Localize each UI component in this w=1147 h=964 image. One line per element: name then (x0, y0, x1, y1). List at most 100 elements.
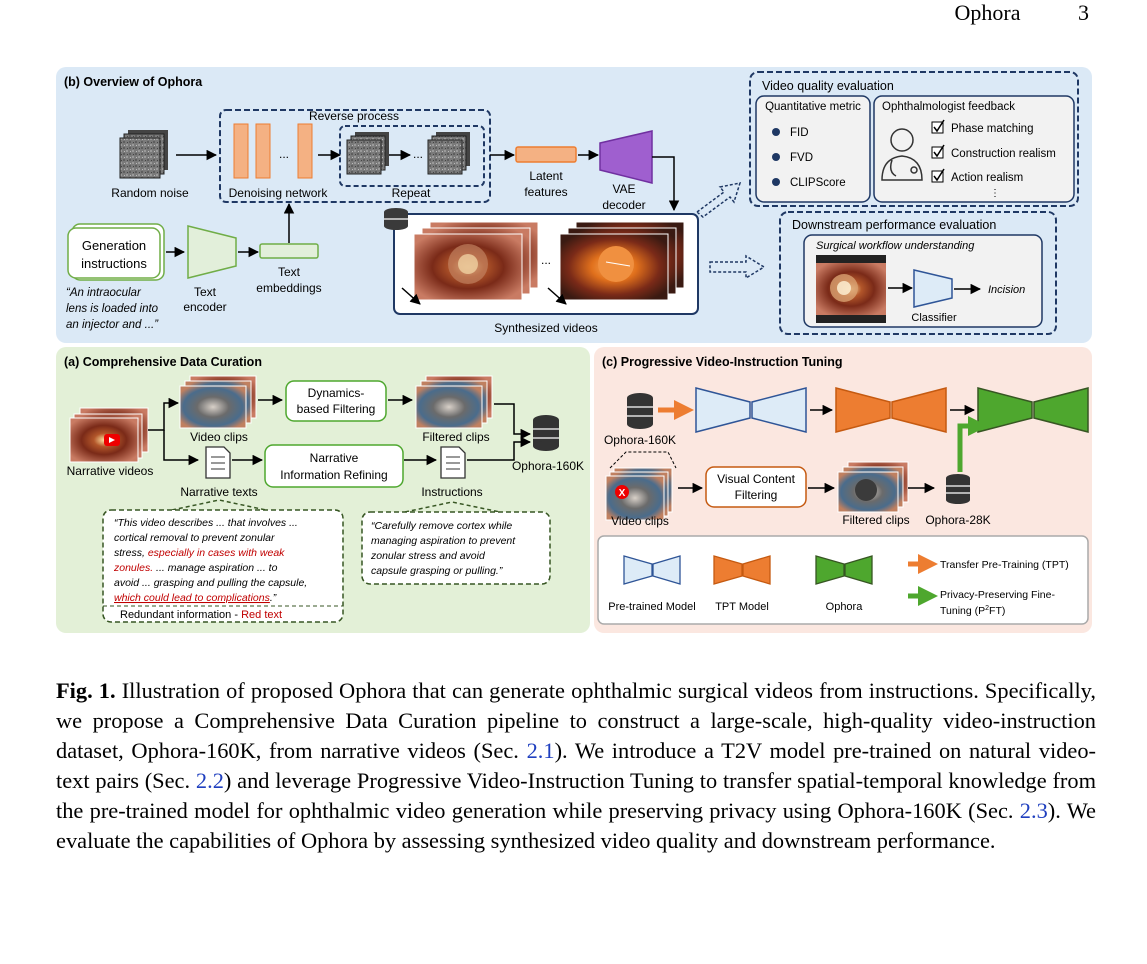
denoise-layer-2 (255, 123, 271, 179)
text-encoder-shape (187, 225, 237, 279)
visual-filtering-2: Filtering (735, 488, 778, 502)
filtered-clips-stack (415, 375, 493, 429)
denoise-ellipsis: ... (279, 147, 289, 161)
ophthalmologist-feedback-label: Ophthalmologist feedback (882, 101, 1015, 113)
feedback-vdots: ⋮ (990, 188, 1000, 199)
video-clips-label-c: Video clips (611, 514, 669, 528)
noisy-frame-1 (346, 132, 389, 175)
caption-text-1: Illustration of proposed Ophora that can… (56, 678, 1096, 763)
reverse-process-label: Reverse process (309, 109, 399, 123)
tpt-model-right (891, 387, 947, 433)
filtered-clips-label-c: Filtered clips (842, 513, 909, 527)
narrative-refining-2: Information Refining (280, 468, 387, 482)
checkbox-action-icon (931, 168, 945, 183)
ophora-160k-label-c: Ophora-160K (604, 433, 676, 447)
quote1-l6a: which could lead to complications (114, 592, 271, 604)
quote2-l1: “Carefully remove cortex while (371, 520, 512, 532)
vae-decoder-shape (599, 130, 653, 184)
caption-text-4: ). We evaluate the capabilities of Ophor… (56, 798, 1096, 853)
narrative-videos-label: Narrative videos (67, 464, 154, 478)
narrative-video-stack (69, 407, 149, 463)
caption-text-2: ). We introduce a T2V model pre-trained … (56, 738, 1097, 793)
legend-privacy-sup: 2 (985, 605, 989, 612)
redundant-label: Redundant information - (120, 609, 241, 621)
running-title: Ophora (954, 0, 1021, 25)
repeat-box (339, 125, 485, 187)
visual-filtering-1: Visual Content (717, 472, 795, 486)
quote1-l3b: especially in cases with weak (148, 547, 285, 559)
random-noise-stack (119, 130, 168, 179)
video-quality-eval-box (749, 71, 1079, 207)
video-clips-stack (179, 375, 257, 429)
gen-instr-2: instructions (81, 256, 147, 271)
visual-content-filtering-box (705, 466, 807, 508)
caption-ref-2-2[interactable]: 2.2 (195, 768, 224, 793)
svg-text:zonules. ... manage aspiration: zonules. ... manage aspiration ... to (113, 562, 278, 574)
to-quality-eval-arrow (695, 182, 742, 218)
narrative-texts-label: Narrative texts (180, 485, 257, 499)
feedback-construction: Construction realism (951, 148, 1056, 160)
dynamics-filtering-1: Dynamics- (308, 386, 365, 400)
legend-ophora-left (815, 555, 845, 585)
denoising-network-label: Denoising network (229, 186, 329, 200)
svg-text:stress, especially in cases wi: stress, especially in cases with weak (114, 547, 285, 559)
synth-ellipsis: ... (541, 253, 551, 267)
page-number: 3 (1078, 0, 1089, 25)
synthesized-videos-label: Synthesized videos (494, 321, 597, 335)
filtered-clips-label: Filtered clips (422, 430, 489, 444)
surgical-workflow-label: Surgical workflow understanding (816, 240, 975, 252)
svg-text:which could lead to complicati: which could lead to complications.” (114, 592, 277, 604)
generation-instructions-box (67, 227, 161, 279)
legend-ophora-label: Ophora (826, 601, 864, 613)
legend-pretrained-right (652, 555, 681, 585)
legend-privacy-2b: FT) (989, 605, 1005, 617)
doctor-icon (881, 128, 923, 181)
svg-text:X: X (619, 488, 626, 499)
narrative-refining-1: Narrative (310, 451, 359, 465)
legend-privacy-label-1: Privacy-Preserving Fine- (940, 589, 1055, 601)
pretrained-model-left (695, 387, 751, 433)
video-clips-label: Video clips (190, 430, 248, 444)
legend-ophora-right (844, 555, 873, 585)
metric-clipscore: CLIPScore (790, 177, 846, 189)
downstream-eval-box (779, 211, 1057, 335)
figure-caption: Fig. 1. Illustration of proposed Ophora … (56, 676, 1096, 856)
text-encoder-label-1: Text (194, 285, 217, 299)
text-embeddings-block (259, 243, 319, 259)
ophora-160k-db-icon-c (627, 393, 653, 429)
legend-tpt-left (713, 555, 743, 585)
caption-ref-2-3[interactable]: 2.3 (1019, 798, 1048, 823)
instructions-doc-icon (440, 446, 466, 479)
downstream-eval-label: Downstream performance evaluation (792, 218, 996, 232)
latent-label-2: features (524, 185, 567, 199)
feedback-phase: Phase matching (951, 123, 1033, 135)
repeat-label: Repeat (392, 186, 431, 200)
text-embed-label-1: Text (278, 265, 301, 279)
quantitative-metric-label: Quantitative metric (765, 101, 861, 113)
synth-video-stack-2 (559, 221, 685, 301)
legend-transfer-label: Transfer Pre-Training (TPT) (940, 559, 1069, 571)
quote1-l4a: zonules. (113, 562, 153, 574)
synth-video-stack-1 (413, 221, 539, 301)
instructions-label: Instructions (421, 485, 482, 499)
legend-tpt-label: TPT Model (715, 601, 769, 613)
quote2-l2: managing aspiration to prevent (371, 535, 516, 547)
svg-text:Tuning (P2FT): Tuning (P2FT) (940, 605, 1005, 617)
legend-privacy-2a: Tuning (P (940, 605, 985, 617)
random-noise-label: Random noise (111, 186, 189, 200)
tpt-model-left (835, 387, 891, 433)
metric-fvd: FVD (790, 152, 813, 164)
feedback-action: Action realism (951, 172, 1023, 184)
panel-c-title: (c) Progressive Video-Instruction Tuning (602, 355, 843, 369)
reverse-process-box (219, 109, 491, 203)
latent-features-block (515, 146, 577, 163)
classifier-shape (913, 269, 953, 308)
classifier-label: Classifier (911, 312, 957, 324)
quote1-l6b: .” (270, 592, 277, 604)
quote2-l3: zonular stress and avoid (370, 550, 486, 562)
video-clips-c-stack: X (605, 467, 673, 521)
quote2-l4: capsule grasping or pulling.” (371, 565, 503, 577)
page-header: Ophora 3 (955, 0, 1089, 26)
caption-ref-2-1[interactable]: 2.1 (526, 738, 555, 763)
caption-text-3: ) and leverage Progressive Video-Instruc… (56, 768, 1096, 823)
